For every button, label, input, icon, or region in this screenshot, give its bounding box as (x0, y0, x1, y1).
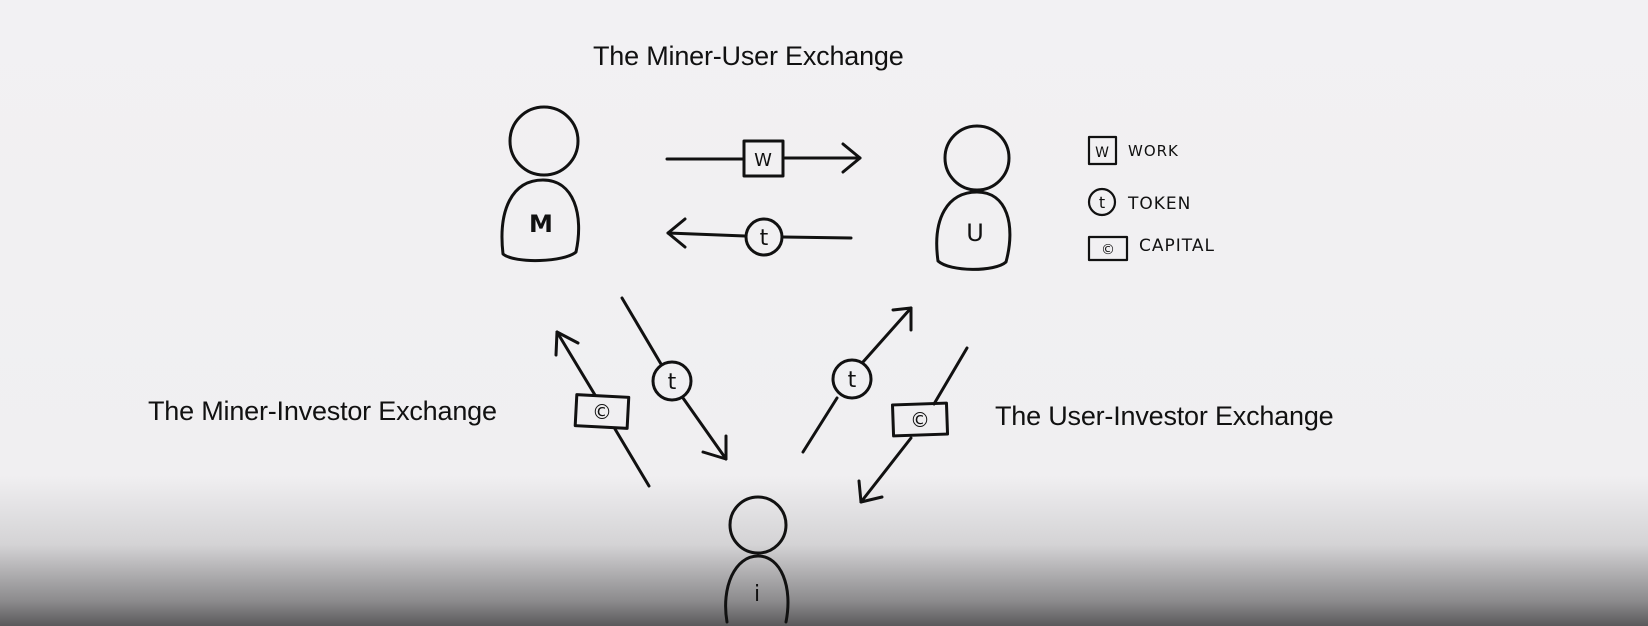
user-body (935, 190, 1012, 271)
work-box-label: W (754, 150, 772, 171)
token-coin (744, 217, 784, 257)
legend-capital-label: CAPITAL (1139, 236, 1215, 256)
user-investor-exchange-title: The User-Investor Exchange (995, 401, 1334, 431)
investor-label: i (754, 582, 760, 607)
token-coin-label: t (668, 370, 677, 395)
token-arrow-user-to-miner: t (666, 217, 853, 257)
user-head (943, 124, 1011, 192)
legend: W WORK t TOKEN © CAPITAL (1087, 135, 1215, 262)
token-arrow-miner-to-investor: t (620, 296, 728, 461)
capital-note-label: © (592, 400, 612, 424)
investor-figure: i (724, 495, 790, 624)
legend-token-icon-label: t (1099, 193, 1105, 212)
token-coin-label: t (760, 226, 769, 251)
token-coin (651, 360, 693, 402)
investor-body (724, 554, 790, 624)
legend-work-icon (1087, 135, 1118, 166)
miner-figure: M (500, 105, 581, 263)
investor-head (728, 495, 788, 555)
miner-head (508, 105, 580, 177)
legend-token-label: TOKEN (1127, 194, 1191, 214)
miner-label: M (529, 210, 553, 238)
user-figure: U (935, 124, 1012, 271)
user-label: U (966, 219, 984, 247)
legend-capital-icon (1087, 235, 1129, 262)
legend-work-icon-label: W (1095, 145, 1109, 161)
legend-capital-icon-label: © (1101, 242, 1115, 258)
capital-note (890, 401, 950, 438)
work-box (742, 139, 785, 178)
token-arrow-investor-to-user: t (801, 306, 913, 454)
legend-token: t TOKEN (1087, 187, 1191, 217)
capital-note-label: © (910, 408, 930, 432)
miner-user-exchange-title: The Miner-User Exchange (593, 41, 904, 71)
legend-capital: © CAPITAL (1087, 235, 1215, 262)
legend-work-label: WORK (1128, 142, 1179, 160)
capital-arrow-investor-to-miner: © (554, 330, 651, 488)
token-coin-label: t (848, 368, 857, 393)
miner-investor-exchange-title: The Miner-Investor Exchange (148, 396, 497, 426)
capital-arrow-user-to-investor: © (857, 346, 969, 504)
legend-work: W WORK (1087, 135, 1179, 166)
miner-body (500, 178, 581, 263)
capital-note (573, 393, 631, 430)
work-arrow: W (665, 139, 862, 178)
legend-token-icon (1087, 187, 1117, 217)
token-coin (831, 358, 873, 400)
